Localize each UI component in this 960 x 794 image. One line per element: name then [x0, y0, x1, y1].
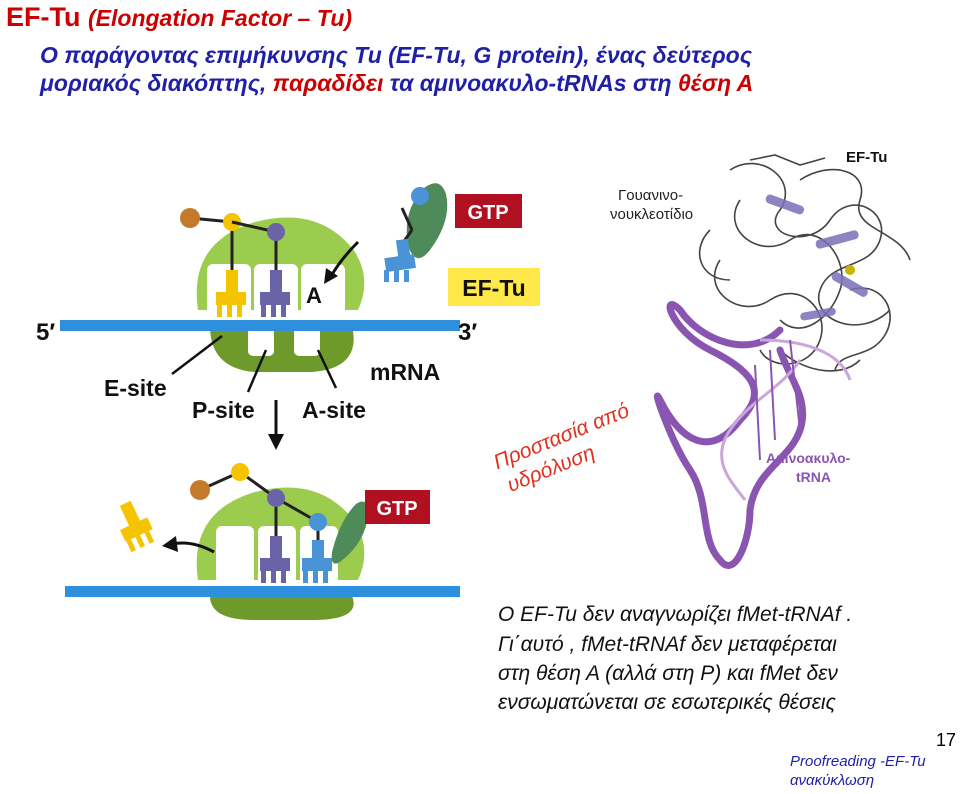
gtp-badge-bottom	[365, 490, 430, 524]
footer-caption: Proofreading -EF-Tu ανακύκλωση	[790, 752, 926, 790]
ejected-yellow-trna	[119, 500, 155, 553]
purple-trna-top	[231, 220, 290, 317]
gtp-label-bottom: GTP	[376, 498, 417, 520]
blue-trna-bottom	[302, 540, 332, 583]
purple-trna-bottom	[260, 536, 290, 583]
three-prime-label: 3′	[458, 319, 477, 346]
aminoacyl-trna-label-2: tRNA	[796, 469, 831, 485]
eftu-label-top: EF-Tu	[462, 275, 525, 301]
top-ribosome: A GTP	[36, 183, 540, 423]
guanine-nucleotide-marker	[845, 265, 855, 275]
amino-acid-blue-bottom	[309, 513, 327, 531]
eftu-shape-bottom	[331, 501, 368, 564]
small-subunit-top	[210, 326, 354, 372]
trna-ribbon-highlight	[720, 338, 852, 501]
trna-ribbon	[653, 301, 807, 569]
eftu-protein-ribbon	[698, 154, 911, 372]
title-main: EF-Tu	[6, 2, 81, 32]
title-subtitle: (Elongation Factor – Tu)	[88, 5, 353, 31]
intro-line-1: Ο παράγοντας επιμήκυνσης Tu (EF-Tu, G pr…	[40, 42, 752, 68]
intro-highlight-delivers: παραδίδει	[272, 70, 384, 96]
slide-title: EF-Tu (Elongation Factor – Tu)	[6, 2, 352, 33]
ribosome-diagram: A GTP	[36, 183, 540, 620]
structure-eftu-label: EF-Tu	[846, 149, 887, 166]
mrna-label: mRNA	[370, 359, 440, 385]
a-site-label: A-site	[302, 397, 366, 423]
eftu-helices	[765, 194, 868, 321]
intro-text-c: τα αμινοακυλο-tRNAs στη	[383, 70, 678, 96]
amino-acid-purple	[267, 223, 285, 241]
footer-line-1: Proofreading -EF-Tu	[790, 753, 926, 770]
note-line-3: στη θέση Α (αλλά στη Ρ) και fMet δεν	[498, 662, 838, 685]
p-site-label: P-site	[192, 397, 255, 423]
aminoacyl-trna-label-1: Αμινοακυλο-	[766, 450, 851, 466]
intro-text-a: μοριακός διακόπτης,	[40, 70, 273, 96]
amino-acid-blue	[411, 187, 429, 205]
amino-acid-brown	[180, 208, 200, 228]
note-line-4: ενσωματώνεται σε εσωτερικές θέσεις	[498, 691, 836, 714]
incoming-eftu-complex: GTP EF-Tu	[384, 183, 540, 306]
page-number: 17	[936, 730, 957, 750]
e-site-label: E-site	[104, 375, 167, 401]
gtp-badge-top	[455, 194, 522, 228]
guanine-nucleotide-label-2: νουκλεοτίδιο	[610, 206, 693, 223]
footer-line-2: ανακύκλωση	[790, 772, 875, 789]
a-slot-label: A	[306, 283, 322, 308]
bottom-ribosome: GTP	[65, 463, 460, 620]
mrna-strand-bottom	[65, 586, 460, 597]
intro-highlight-a-site: θέση Α	[677, 70, 754, 96]
proofreading-annotation: Προστασία από υδρόλυση	[490, 399, 632, 497]
intro-line-2: μοριακός διακόπτης, παραδίδει τα αμινοακ…	[40, 70, 753, 97]
amino-acid-brown-bottom	[190, 480, 210, 500]
amino-acid-purple-bottom	[267, 489, 285, 507]
mrna-strand-top	[60, 320, 460, 331]
gtp-label-top: GTP	[467, 202, 508, 224]
eftu-trna-structure: EF-Tu Γουανινο- νουκλεοτίδιο Αμινοακυλο-…	[610, 149, 911, 569]
amino-acid-yellow-bottom	[231, 463, 249, 481]
note-line-1: Ο EF-Tu δεν αναγνωρίζει fMet-tRNAf .	[498, 603, 853, 626]
eftu-label-box	[448, 268, 540, 306]
note-line-2: Γι΄αυτό , fMet-tRNAf δεν μεταφέρεται	[498, 633, 837, 656]
small-subunit-bottom	[210, 596, 354, 620]
five-prime-label: 5′	[36, 319, 55, 346]
guanine-nucleotide-label-1: Γουανινο-	[618, 187, 683, 204]
